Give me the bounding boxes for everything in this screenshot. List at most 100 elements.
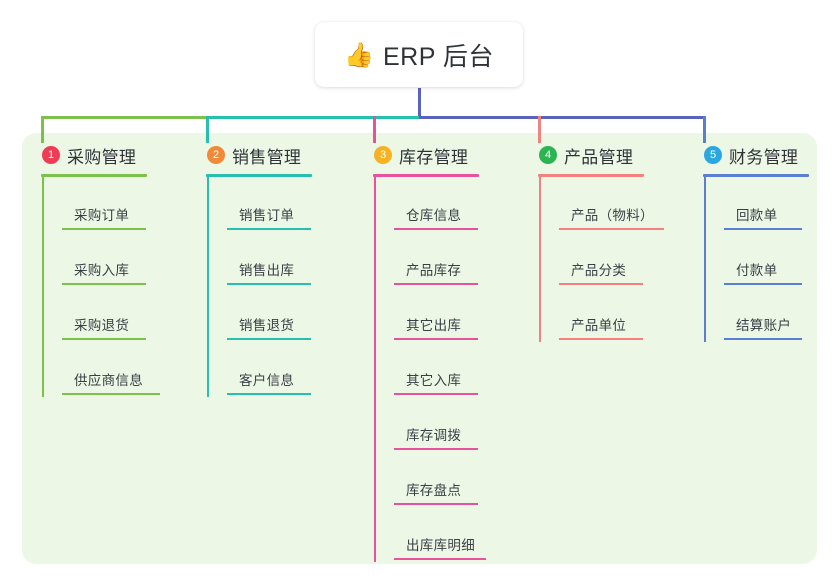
thumbs-up-icon: 👍 [344,40,374,69]
category-number-badge: 3 [374,146,392,164]
leaf-label: 出库库明细 [406,538,475,553]
leaf-underline [394,228,478,230]
leaf-label: 库存盘点 [406,483,462,498]
leaf-node[interactable]: 产品（物料） [559,204,664,230]
leaf-label: 产品库存 [406,263,462,278]
leaf-underline [62,283,146,285]
leaf-node[interactable]: 库存调拨 [394,424,478,450]
category-header-3[interactable]: 3 库存管理 [372,143,468,167]
leaf-underline [227,283,311,285]
leaf-label: 其它出库 [406,318,462,333]
root-trunk-line [418,88,421,118]
leaf-label: 客户信息 [239,373,295,388]
leaf-label: 采购入库 [74,263,130,278]
leaf-node[interactable]: 销售退货 [227,314,311,340]
category-number-badge: 4 [539,146,557,164]
leaf-underline [227,338,311,340]
leaf-node[interactable]: 客户信息 [227,369,311,395]
category-underline [538,174,644,177]
diagram-background-panel [22,133,817,564]
trunk-bar-segment-3 [419,116,706,119]
category-drop-line-2 [206,116,209,143]
leaf-node[interactable]: 采购入库 [62,259,146,285]
leaf-node[interactable]: 其它出库 [394,314,478,340]
leaf-label: 销售出库 [239,263,295,278]
category-header-1[interactable]: 1 采购管理 [40,143,136,167]
category-drop-line-3 [373,116,376,143]
leaf-node[interactable]: 其它入库 [394,369,478,395]
leaf-node[interactable]: 仓库信息 [394,204,478,230]
category-underline [41,174,147,177]
category-stem-line [207,176,209,397]
leaf-underline [394,448,478,450]
leaf-underline [227,393,311,395]
leaf-underline [62,338,146,340]
trunk-bar-segment-2 [207,116,419,119]
category-header-4[interactable]: 4 产品管理 [537,143,633,167]
category-drop-line-1 [41,116,44,143]
leaf-node[interactable]: 销售出库 [227,259,311,285]
category-number-badge: 2 [207,146,225,164]
leaf-label: 产品（物料） [571,208,654,223]
category-stem-line [539,176,541,342]
root-node-card[interactable]: 👍 ERP 后台 [315,22,523,87]
category-underline [206,174,312,177]
leaf-label: 采购订单 [74,208,130,223]
root-node-title: ERP 后台 [382,42,494,71]
leaf-node[interactable]: 产品分类 [559,259,643,285]
leaf-label: 产品分类 [571,263,627,278]
leaf-label: 付款单 [736,263,778,278]
leaf-label: 库存调拨 [406,428,462,443]
leaf-label: 其它入库 [406,373,462,388]
leaf-label: 供应商信息 [74,373,143,388]
leaf-underline [62,393,160,395]
leaf-underline [394,393,478,395]
leaf-node[interactable]: 回款单 [724,204,802,230]
leaf-node[interactable]: 结算账户 [724,314,802,340]
trunk-bar-segment-1 [42,116,207,119]
category-label: 采购管理 [67,147,137,167]
leaf-node[interactable]: 销售订单 [227,204,311,230]
leaf-label: 销售退货 [239,318,295,333]
category-label: 销售管理 [232,147,302,167]
leaf-underline [394,558,486,560]
leaf-underline [227,228,311,230]
category-label: 库存管理 [399,147,469,167]
leaf-underline [559,283,643,285]
leaf-underline [394,503,478,505]
category-column-4: 4 产品管理产品（物料） 产品分类产品单位 [537,143,664,342]
leaf-underline [724,283,802,285]
leaf-node[interactable]: 采购退货 [62,314,146,340]
category-label: 产品管理 [564,147,634,167]
leaf-label: 采购退货 [74,318,130,333]
category-number-badge: 1 [42,146,60,164]
leaf-underline [394,283,478,285]
leaf-node[interactable]: 出库库明细 [394,534,486,560]
leaf-underline [559,338,643,340]
category-header-2[interactable]: 2 销售管理 [205,143,301,167]
leaf-underline [724,338,802,340]
leaf-label: 产品单位 [571,318,627,333]
leaf-node[interactable]: 付款单 [724,259,802,285]
category-underline [373,174,479,177]
category-stem-line [42,176,44,397]
leaf-label: 销售订单 [239,208,295,223]
category-column-3: 3 库存管理仓库信息产品库存其它出库其它入库库存调拨库存盘点出库库明细 [372,143,486,562]
leaf-node[interactable]: 采购订单 [62,204,146,230]
category-label: 财务管理 [729,147,799,167]
category-drop-line-5 [703,116,706,143]
leaf-node[interactable]: 供应商信息 [62,369,160,395]
leaf-node[interactable]: 产品库存 [394,259,478,285]
leaf-underline [394,338,478,340]
leaf-label: 仓库信息 [406,208,462,223]
category-column-1: 1 采购管理采购订单采购入库采购退货供应商信息 [40,143,160,397]
leaf-underline [559,228,664,230]
leaf-node[interactable]: 产品单位 [559,314,643,340]
category-stem-line [704,176,706,342]
category-underline [703,174,809,177]
leaf-label: 回款单 [736,208,778,223]
leaf-node[interactable]: 库存盘点 [394,479,478,505]
